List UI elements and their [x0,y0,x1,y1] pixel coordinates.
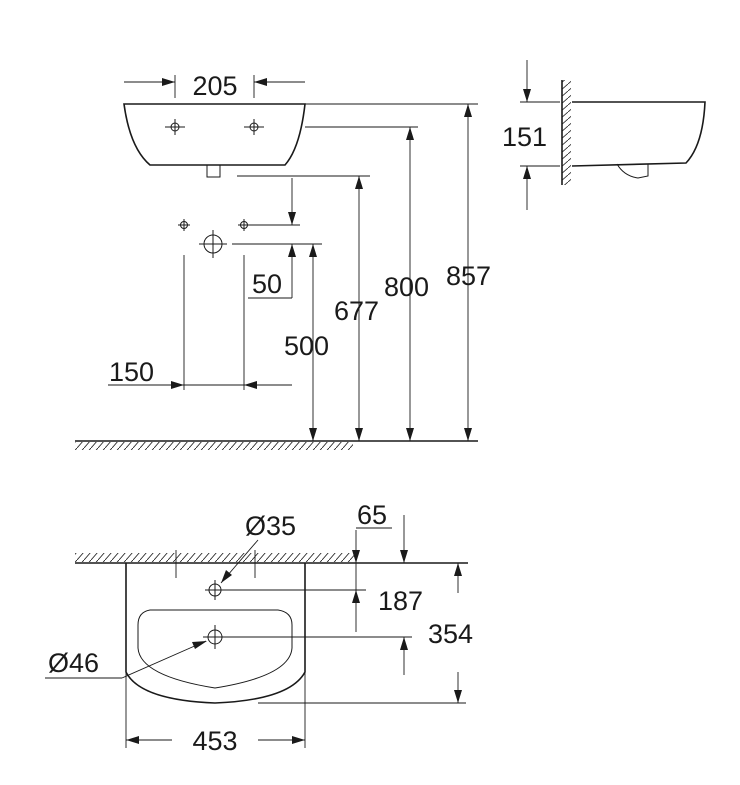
dim-diameter-46-label: Ø46 [48,648,99,678]
dim-50: 50 [248,178,296,299]
dim-453-label: 453 [192,726,237,756]
basin-side-outline [571,101,706,167]
fixing-hole-right [238,219,250,231]
dim-453: 453 [125,672,306,756]
plan-waste-hole [203,625,227,649]
dim-diameter-35-label: Ø35 [245,511,296,541]
dim-151: 151 [502,60,560,210]
basin-front-outline [123,103,306,166]
dim-205-label: 205 [192,71,237,101]
basin-plan-outer [125,563,306,704]
tap-hole-right [244,119,264,135]
dim-800-label: 800 [384,272,429,302]
dim-354: 354 [428,563,473,703]
dim-857-label: 857 [446,261,491,291]
plan-tap-hole [205,580,225,600]
dim-187-label: 187 [378,586,423,616]
basin-side-waste [616,163,649,179]
waste-outlet [206,164,221,178]
plan-view: Ø35 Ø46 65 187 [45,500,473,756]
basin-plan-inner [137,609,293,689]
side-view: 151 [502,60,706,210]
dim-150-label: 150 [109,357,154,387]
dim-151-label: 151 [502,122,547,152]
dim-354-label: 354 [428,619,473,649]
dim-677-label: 677 [334,296,379,326]
dim-500: 500 [284,244,329,441]
plan-wall-hatch [75,553,355,562]
dim-diameter-35: Ø35 [220,511,296,584]
dim-50-label: 50 [252,269,282,299]
dim-677: 677 [334,176,379,441]
waste-connection [199,230,227,258]
dim-800: 800 [384,127,429,441]
dim-150: 150 [108,255,292,390]
side-wall-hatch [562,80,571,185]
dim-65: 65 [352,500,392,632]
dim-500-label: 500 [284,331,329,361]
floor-hatch [75,442,353,450]
dim-205: 205 [124,71,305,101]
dim-857: 857 [446,104,491,441]
fixing-hole-left [178,219,190,231]
front-elevation-view: 205 857 800 677 [75,71,491,450]
tap-hole-left [165,119,185,135]
dim-65-label: 65 [357,500,387,530]
dim-187: 187 [378,515,423,675]
dim-diameter-46: Ø46 [45,640,207,679]
